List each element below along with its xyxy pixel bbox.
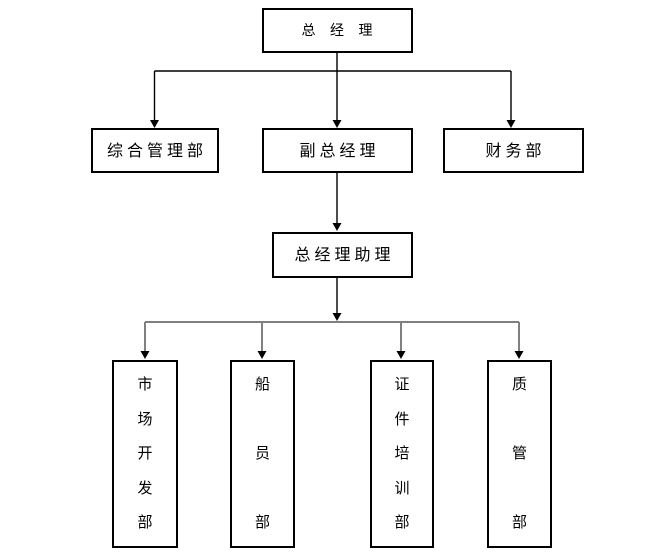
- vertical-label-char: 市: [137, 375, 153, 393]
- vertical-label-char: 件: [394, 409, 410, 428]
- arrowhead-crew-dept: [257, 351, 267, 359]
- node-quality-management-dept: 质管部: [487, 360, 552, 548]
- arrowhead-assistant: [332, 223, 342, 231]
- arrowhead-level4-bus: [332, 313, 342, 321]
- vertical-label-char: 员: [254, 444, 270, 462]
- vertical-label-char: 管: [511, 444, 527, 462]
- vertical-label-char: 训: [394, 478, 410, 497]
- vertical-label-char: 发: [137, 478, 153, 497]
- node-admin-management-dept: 综合管理部: [91, 128, 219, 173]
- node-certificate-training-dept: 证件培训部: [370, 360, 434, 548]
- vertical-label-char: 部: [254, 513, 270, 531]
- vertical-label-char: 部: [511, 513, 527, 531]
- vertical-label-char: 部: [394, 513, 410, 531]
- vertical-label-char: 部: [137, 513, 153, 531]
- arrowhead-cert-training-dept: [396, 351, 406, 359]
- arrowhead-deputy-gm: [332, 120, 342, 128]
- node-gm-assistant: 总经理助理: [272, 232, 413, 278]
- arrowhead-admin-dept: [150, 120, 159, 128]
- arrowhead-finance-dept: [506, 120, 516, 128]
- vertical-label-char: 船: [254, 375, 270, 393]
- vertical-label-char: 证: [394, 375, 410, 393]
- arrowhead-market-dept: [140, 351, 150, 359]
- vertical-label-char: 开: [137, 444, 153, 462]
- arrowhead-quality-dept: [514, 351, 524, 359]
- node-finance-dept: 财务部: [443, 128, 584, 173]
- vertical-label-char: 培: [394, 444, 410, 462]
- vertical-label-char: 场: [137, 409, 153, 428]
- vertical-label-char: 质: [511, 375, 527, 393]
- node-general-manager: 总 经 理: [262, 8, 413, 53]
- node-crew-dept: 船员部: [230, 360, 295, 548]
- node-deputy-general-manager: 副总经理: [262, 128, 413, 173]
- connectors-secondary: [144, 321, 520, 351]
- node-market-development-dept: 市场开发部: [112, 360, 178, 548]
